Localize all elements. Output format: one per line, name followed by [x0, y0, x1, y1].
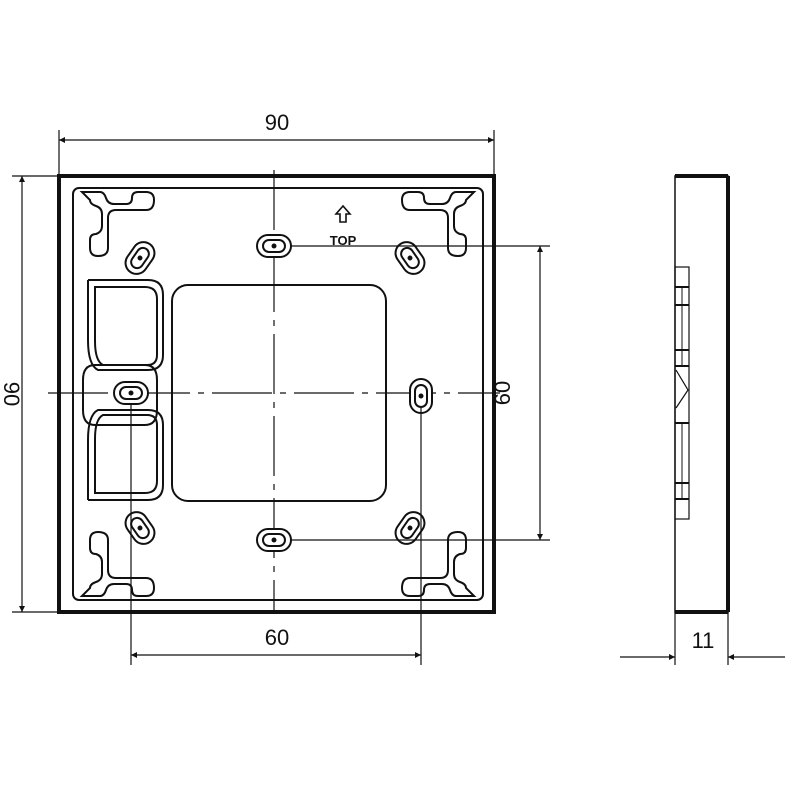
height-dimension-label: 90	[0, 382, 24, 406]
width-dimension-label: 90	[265, 110, 289, 135]
front-view: TOP	[48, 170, 500, 614]
inner-plate	[72, 187, 484, 601]
top-marker-label: TOP	[330, 233, 357, 248]
depth-dimension-label: 11	[692, 628, 715, 653]
mounting-slot-left	[113, 381, 149, 405]
mounting-slot-bottom	[256, 528, 292, 552]
horizontal-hole-spacing-label: 60	[265, 625, 289, 650]
mounting-slot-right	[409, 378, 433, 414]
side-view	[620, 174, 785, 665]
vertical-hole-spacing-label: 60	[490, 381, 515, 405]
cable-channel-left	[82, 279, 164, 501]
mounting-slot-top	[256, 234, 292, 258]
top-arrow-icon	[334, 204, 352, 223]
dimensions	[12, 130, 550, 665]
